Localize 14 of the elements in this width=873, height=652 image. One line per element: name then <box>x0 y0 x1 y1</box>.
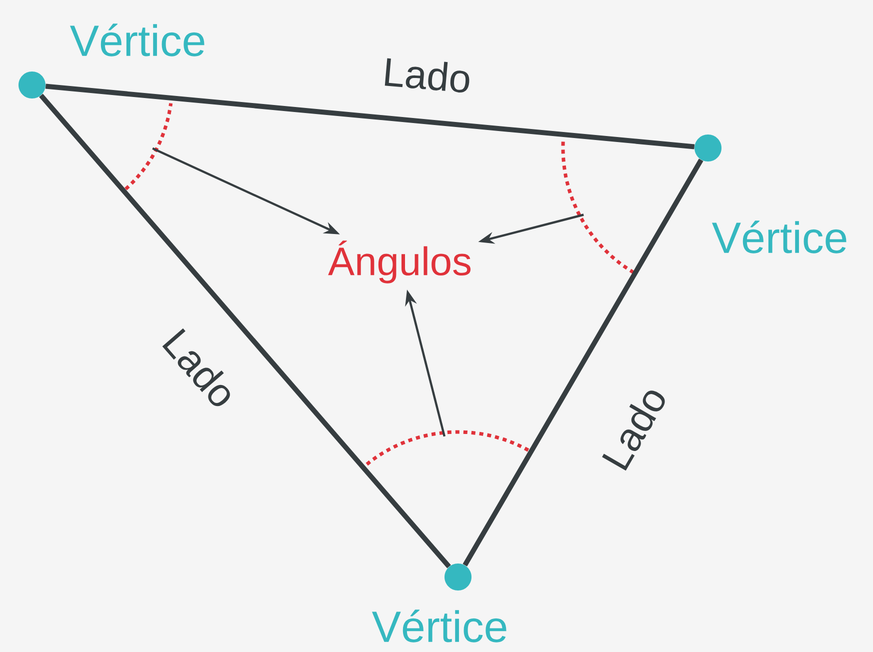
vertex-label: Vértice <box>712 220 846 254</box>
vertex-label: Vértice <box>372 610 506 642</box>
angle-arc <box>561 142 634 274</box>
angle-label: Ángulos <box>328 240 471 284</box>
triangle-side <box>45 84 695 150</box>
triangle-side <box>39 94 451 568</box>
vertex-dot <box>694 134 722 162</box>
vertex-dot <box>18 72 46 98</box>
vertex-label: Vértice <box>70 24 204 56</box>
angle-arc <box>124 103 173 190</box>
vertex-dot <box>444 564 472 590</box>
side-label: Lado <box>384 58 470 93</box>
triangle-side <box>462 158 704 566</box>
angle-arc <box>364 430 530 468</box>
